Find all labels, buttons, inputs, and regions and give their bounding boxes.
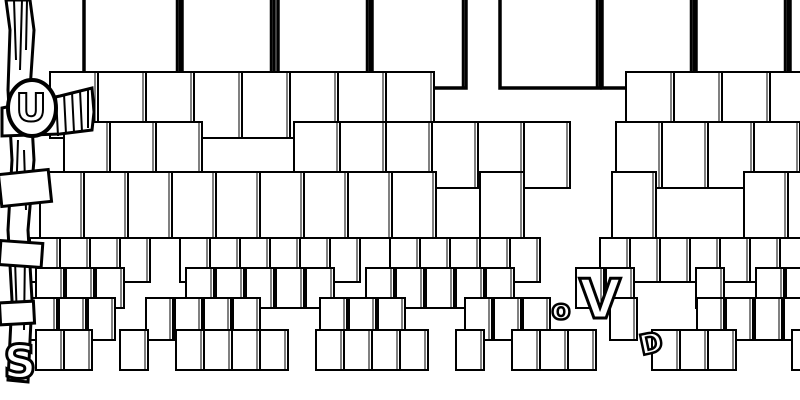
wall-block [609, 297, 638, 341]
wall-block [611, 171, 657, 239]
totem-band-3 [0, 299, 37, 327]
wall-block [231, 329, 261, 371]
wall-block [479, 171, 525, 239]
wall-block [127, 171, 173, 239]
wall-block [399, 329, 429, 371]
wall-block [275, 267, 305, 309]
wall-block [431, 121, 479, 189]
wall-block [203, 329, 233, 371]
wall-block [87, 297, 116, 341]
wall-block [511, 329, 541, 371]
wall-block [651, 329, 681, 371]
upper-panel [788, 0, 800, 90]
wall-block [259, 171, 305, 239]
wall-block [754, 297, 783, 341]
brick-wall-rows [29, 71, 800, 371]
totem-band-1 [0, 167, 54, 209]
wall-block [523, 121, 571, 189]
wall-block [679, 329, 709, 371]
wall-block [791, 329, 800, 371]
wall-block [567, 329, 597, 371]
wall-block [659, 237, 691, 283]
totem-band-2 [0, 238, 45, 270]
wall-block [371, 329, 401, 371]
wall-block [425, 267, 455, 309]
totem-head-letter: U [16, 86, 47, 130]
wall-block [303, 171, 349, 239]
wall-block [215, 171, 261, 239]
wall-block [575, 267, 605, 309]
v-glyph-character[interactable]: V [578, 267, 623, 333]
wall-block [661, 121, 709, 189]
wall-block [259, 329, 289, 371]
wall-block [391, 171, 437, 239]
totem-head [6, 78, 58, 138]
wall-block [725, 297, 754, 341]
wall-block [83, 171, 129, 239]
wall-block [343, 329, 373, 371]
o-glyph-character[interactable]: o [550, 292, 572, 328]
wall-block [119, 329, 149, 371]
totem-pole: U S [0, 0, 96, 391]
wall-block [241, 71, 291, 139]
wall-block [455, 329, 485, 371]
wall-block [175, 329, 205, 371]
wall-block [171, 171, 217, 239]
wall-block [743, 171, 789, 239]
wall-block [347, 171, 393, 239]
wall-block [35, 329, 65, 371]
upper-panel [498, 0, 602, 90]
wall-block [145, 297, 174, 341]
wall-block [63, 329, 93, 371]
wall-block [539, 329, 569, 371]
totem-base-letter: S [3, 335, 36, 389]
wall-block [707, 329, 737, 371]
wall-block [315, 329, 345, 371]
wall-block [787, 171, 800, 239]
